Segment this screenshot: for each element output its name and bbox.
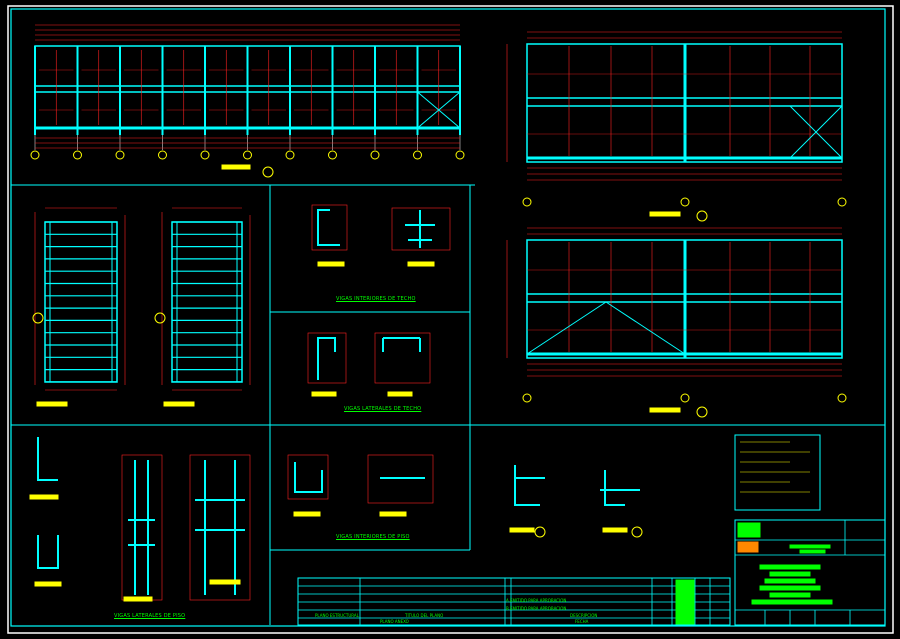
title-text-bar <box>764 578 816 584</box>
dimension-box <box>189 454 251 601</box>
yellow-tag <box>317 261 345 267</box>
grid-bubble <box>158 150 167 160</box>
yellow-tag <box>649 407 681 413</box>
grid-bubble <box>837 197 847 207</box>
dimension-box <box>374 332 431 384</box>
yellow-tag <box>163 401 195 407</box>
bracing <box>789 105 843 159</box>
dimension-box <box>311 204 348 251</box>
title-text-bar <box>799 549 826 554</box>
title-text-bar <box>759 564 821 570</box>
title-text-bar <box>789 544 831 549</box>
section-marker <box>154 312 166 324</box>
yellow-tag <box>602 527 628 533</box>
grid-bubble <box>413 150 422 160</box>
sheet-border <box>7 5 894 634</box>
section-marker <box>32 312 44 324</box>
yellow-tag <box>311 391 337 397</box>
bracing <box>526 301 607 355</box>
bracing <box>417 91 461 129</box>
c-profile <box>317 209 340 246</box>
section-marker <box>262 166 274 178</box>
c-profile <box>318 337 336 352</box>
section-marker <box>696 406 708 418</box>
grid-bubble <box>680 393 690 403</box>
yellow-tag <box>387 391 413 397</box>
yellow-tag <box>221 164 251 170</box>
grid-bubble <box>243 150 252 160</box>
approval-stamps <box>675 579 695 625</box>
yellow-tag <box>34 581 62 587</box>
section-title-roof-interior: VIGAS INTERIORES DE TECHO <box>336 296 416 302</box>
grid-bubble <box>522 197 532 207</box>
title-text-bar <box>759 585 821 591</box>
grid-bubble <box>200 150 210 160</box>
title-block <box>734 519 886 626</box>
dimension-box <box>307 332 347 384</box>
title-text-bar <box>751 599 833 605</box>
grid-bubble <box>522 393 532 403</box>
company-logo <box>737 522 761 538</box>
company-logo-mark <box>737 541 759 553</box>
yellow-tag <box>379 511 407 517</box>
connection-detail <box>514 465 540 506</box>
notes-box <box>734 434 821 511</box>
dimension-box <box>367 454 434 504</box>
title-col3: DESCRIPCION <box>570 613 598 618</box>
connection-detail <box>604 470 625 506</box>
l-profile <box>37 437 58 481</box>
title-col1: PLANO ESTRUCTURAL <box>315 613 359 618</box>
grid-bubble <box>73 150 82 160</box>
c-profile <box>317 337 330 380</box>
yellow-tag <box>36 401 68 407</box>
grid-bubble <box>370 150 380 160</box>
grid-bubble <box>837 393 847 403</box>
grid-bubble <box>285 150 295 160</box>
revision-a: A EMITIDO PARA APROBACION <box>506 598 567 603</box>
grid-bubble <box>328 150 337 160</box>
section-title-floor-lateral: VIGAS LATERALES DE PISO <box>114 613 186 619</box>
title-plan: PLANO ANEXO <box>380 619 409 624</box>
title-text-bar <box>769 571 811 577</box>
yellow-tag <box>29 494 59 500</box>
grid-bubble <box>455 150 465 160</box>
title-text-bar <box>769 592 811 598</box>
yellow-tag <box>293 511 321 517</box>
section-title-floor-interior: VIGAS INTERIORES DE PISO <box>336 534 410 540</box>
u-profile <box>37 535 59 569</box>
section-marker <box>534 526 546 538</box>
bracing <box>605 301 686 355</box>
dimension-box <box>287 454 329 500</box>
frame-border <box>10 8 886 627</box>
yellow-tag <box>123 596 153 602</box>
grid-bubble <box>30 150 40 160</box>
title-table <box>297 577 731 626</box>
section-marker <box>696 210 708 222</box>
dimension-box <box>121 454 163 601</box>
yellow-tag <box>509 527 535 533</box>
yellow-tag <box>209 579 241 585</box>
grid-bubble <box>115 150 125 160</box>
section-marker <box>631 526 643 538</box>
title-col2: TITULO DEL PLANO <box>405 613 444 618</box>
dimension-box <box>391 207 451 251</box>
yellow-tag <box>649 211 681 217</box>
grid-bubble <box>680 197 690 207</box>
title-date: FECHA <box>575 619 589 624</box>
yellow-tag <box>407 261 435 267</box>
u-profile <box>294 462 323 493</box>
revision-b: B EMITIDO PARA APROBACION <box>506 606 567 611</box>
section-title-roof-lateral: VIGAS LATERALES DE TECHO <box>344 406 422 412</box>
